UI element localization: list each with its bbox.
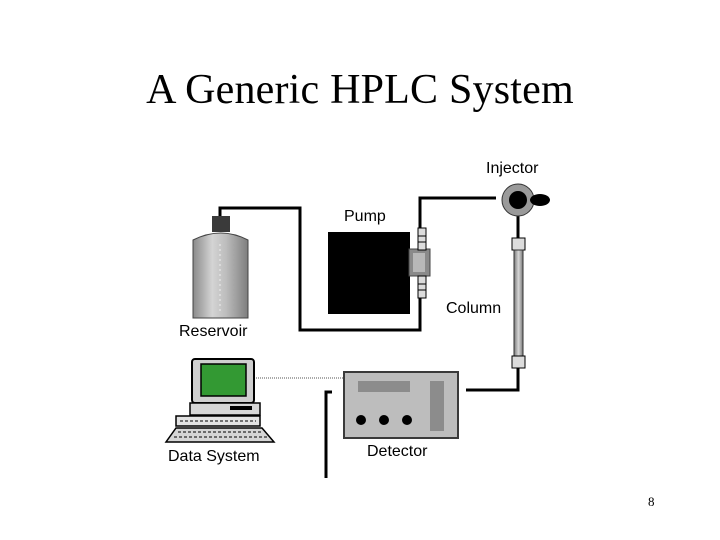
- pump: [328, 227, 431, 314]
- detector-label: Detector: [367, 443, 428, 460]
- slide-title: A Generic HPLC System: [146, 67, 574, 113]
- data-system: [164, 358, 276, 443]
- tubing: [218, 196, 520, 478]
- pump-label: Pump: [344, 208, 386, 225]
- reservoir: [192, 216, 249, 319]
- data-system-label: Data System: [168, 448, 260, 465]
- detector: [343, 371, 459, 439]
- column: [511, 237, 526, 369]
- injector-label: Injector: [486, 160, 539, 177]
- column-label: Column: [446, 300, 502, 317]
- page-number: 8: [648, 494, 655, 509]
- reservoir-label: Reservoir: [179, 323, 248, 340]
- injector: [501, 183, 550, 217]
